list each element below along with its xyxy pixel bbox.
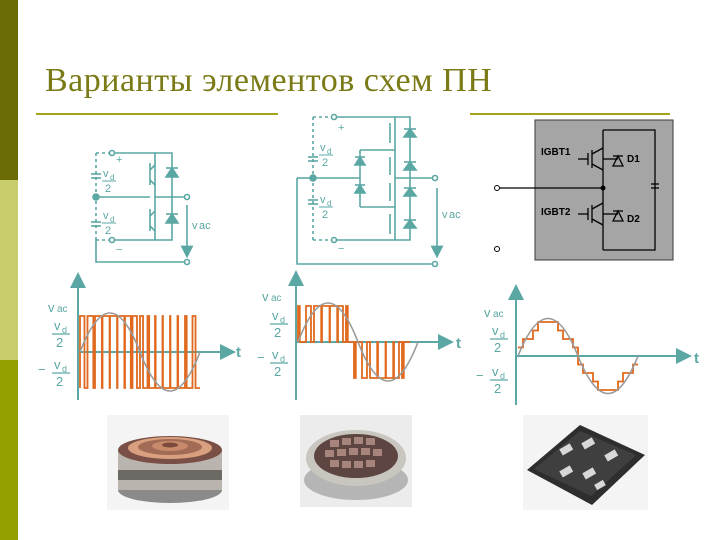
title-underline-left (36, 113, 278, 115)
wf2-vd-bot: v (272, 347, 279, 362)
wf3-vd-top: v (492, 323, 499, 338)
wf2-vd-bot-den: 2 (274, 364, 281, 379)
circuit2-vac-sub: ac (449, 209, 461, 221)
waveform-two-level (70, 272, 236, 400)
circuit2-minus: − (338, 243, 344, 255)
circuit2-plus: + (338, 122, 344, 134)
wf1-vd-bot: v (54, 357, 61, 372)
circuit2-vac: v (442, 209, 448, 221)
circuit1-vd-top-sub: d (110, 173, 114, 182)
wf1-vd-top: v (54, 318, 61, 333)
wf3-vac: v (484, 305, 491, 320)
d1-label: D1 (627, 154, 640, 165)
circuit1-plus: + (116, 154, 122, 166)
circuit2-vd-top-den: 2 (322, 157, 328, 169)
circuit2-vd-bot: v (320, 194, 326, 206)
circuit2-vd-top-sub: d (327, 147, 331, 156)
wf1-vac-sub: ac (57, 304, 68, 315)
circuit-two-level (91, 149, 194, 266)
waveform-multilevel-labels: v ac v d 2 − v d 2 t (476, 305, 699, 396)
wf1-minus: − (38, 362, 46, 377)
waveform-three-level-labels: v ac v d 2 − v d 2 t (257, 289, 461, 379)
wf1-vd-bot-sub: d (62, 364, 67, 374)
igbt-module-photo (523, 415, 648, 510)
press-pack-thyristor-photo (107, 415, 229, 510)
wf3-vd-bot-den: 2 (494, 381, 501, 396)
igbt-module-schematic: IGBT1 D1 IGBT2 D2 (494, 119, 674, 261)
d2-label: D2 (627, 214, 640, 225)
circuit1-vd-top: v (103, 168, 109, 180)
circuit1-vac-sub: ac (199, 220, 211, 232)
circuit-two-level-labels: + − v d 2 v d 2 v ac (102, 154, 211, 256)
wf2-minus: − (257, 350, 265, 365)
sidebar-block-middle (0, 180, 18, 360)
circuit2-vd-top: v (320, 142, 326, 154)
wf2-vd-top: v (272, 308, 279, 323)
wf3-vd-top-sub: d (500, 330, 505, 340)
wf3-vd-top-den: 2 (494, 340, 501, 355)
wf2-vd-bot-sub: d (280, 354, 285, 364)
waveform-two-level-labels: v ac v d 2 − v d 2 t (38, 300, 241, 389)
wf1-vd-top-den: 2 (56, 335, 63, 350)
slide-title: Варианты элементов схем ПН (45, 62, 493, 99)
sidebar-decoration (0, 0, 18, 540)
wf2-t: t (456, 335, 461, 352)
circuit1-vac: v (192, 220, 198, 232)
sidebar-block-top (0, 0, 18, 180)
wf1-t: t (236, 344, 241, 361)
sidebar-block-bottom (0, 360, 18, 540)
wf2-vd-top-den: 2 (274, 325, 281, 340)
circuit2-vd-bot-sub: d (327, 199, 331, 208)
wf3-minus: − (476, 368, 484, 383)
wf3-vd-bot-sub: d (500, 371, 505, 381)
circuit1-vd-bot-den: 2 (105, 225, 111, 237)
wf1-vd-bot-den: 2 (56, 374, 63, 389)
circuit1-vd-bot-sub: d (110, 215, 114, 224)
wf3-vd-bot: v (492, 364, 499, 379)
igbt1-label: IGBT1 (541, 147, 571, 158)
wf1-vd-top-sub: d (62, 325, 67, 335)
wf3-t: t (694, 350, 699, 367)
circuit1-vd-top-den: 2 (105, 183, 111, 195)
igbt2-label: IGBT2 (541, 207, 571, 218)
wf2-vac-sub: ac (271, 293, 282, 304)
wf1-vac: v (48, 300, 55, 315)
circuit2-vd-bot-den: 2 (322, 209, 328, 221)
press-pack-igbt-photo (300, 415, 412, 507)
circuit-three-level-labels: + − v d 2 v d 2 v ac (319, 122, 461, 255)
circuit-three-level (296, 113, 444, 268)
waveform-three-level (288, 270, 454, 400)
circuit1-minus: − (116, 244, 122, 256)
circuit1-vd-bot: v (103, 210, 109, 222)
title-underline-right (470, 113, 670, 115)
wf2-vac: v (262, 289, 269, 304)
wf2-vd-top-sub: d (280, 315, 285, 325)
wf3-vac-sub: ac (493, 309, 504, 320)
waveform-multilevel (508, 284, 692, 405)
